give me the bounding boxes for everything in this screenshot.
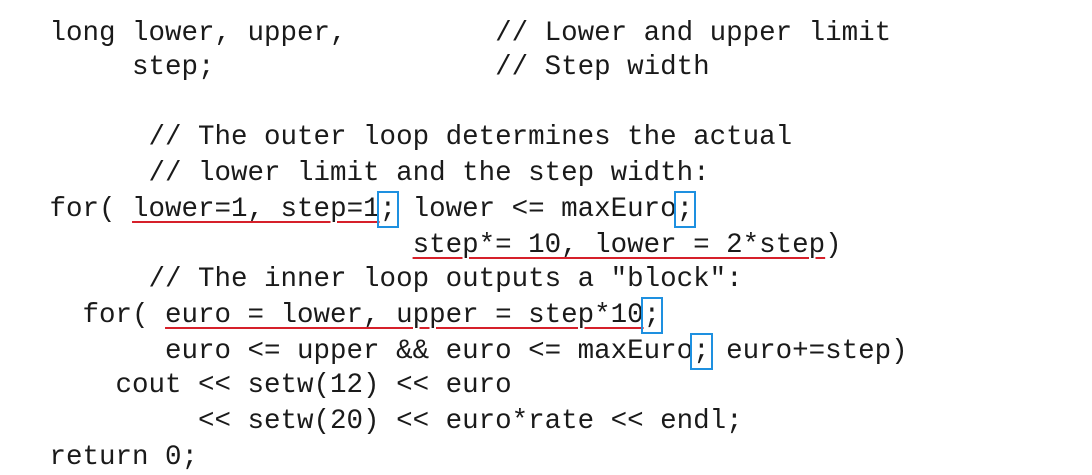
boxed-semicolon: ; xyxy=(690,333,713,370)
boxed-semicolon: ; xyxy=(640,297,664,334)
code-line: for( lower=1, step=1; lower <= maxEuro; xyxy=(0,191,697,228)
code-text: long lower, upper, // Lower and upper li… xyxy=(0,18,892,49)
code-line: << setw(20) << euro*rate << endl; xyxy=(0,404,743,439)
code-line: for( euro = lower, upper = step*10; xyxy=(0,297,664,334)
code-line: step*= 10, lower = 2*step) xyxy=(0,228,842,263)
code-text: euro <= upper && euro <= maxEuro xyxy=(0,336,694,367)
code-text: step; // Step width xyxy=(0,52,710,83)
code-text: // lower limit and the step width: xyxy=(0,158,710,189)
code-text: // The outer loop determines the actual xyxy=(0,122,793,153)
code-line: // The inner loop outputs a "block": xyxy=(0,262,743,297)
code-text: for( xyxy=(0,194,133,225)
underlined-code-segment: euro = lower, upper = step*10 xyxy=(165,300,644,331)
code-text: // The inner loop outputs a "block": xyxy=(0,264,743,295)
code-line: step; // Step width xyxy=(0,50,710,85)
code-text: lower <= maxEuro xyxy=(396,194,677,225)
code-line: return 0; xyxy=(0,440,199,475)
code-text: euro+=step) xyxy=(709,336,908,367)
code-text xyxy=(0,230,413,261)
code-text: << setw(20) << euro*rate << endl; xyxy=(0,406,743,437)
code-line: // lower limit and the step width: xyxy=(0,156,710,191)
underlined-code-segment: lower=1, step=1 xyxy=(132,194,380,225)
boxed-semicolon: ; xyxy=(376,191,400,228)
code-text: ) xyxy=(825,230,842,261)
code-line: cout << setw(12) << euro xyxy=(0,368,512,403)
code-line: // The outer loop determines the actual xyxy=(0,120,793,155)
code-text: cout << setw(12) << euro xyxy=(0,370,512,401)
code-text: for( xyxy=(0,300,166,331)
boxed-semicolon: ; xyxy=(673,191,697,228)
code-text: return 0; xyxy=(0,442,199,473)
code-line: euro <= upper && euro <= maxEuro; euro+=… xyxy=(0,333,908,370)
underlined-code-segment: step*= 10, lower = 2*step xyxy=(412,230,826,261)
code-line: long lower, upper, // Lower and upper li… xyxy=(0,16,892,51)
